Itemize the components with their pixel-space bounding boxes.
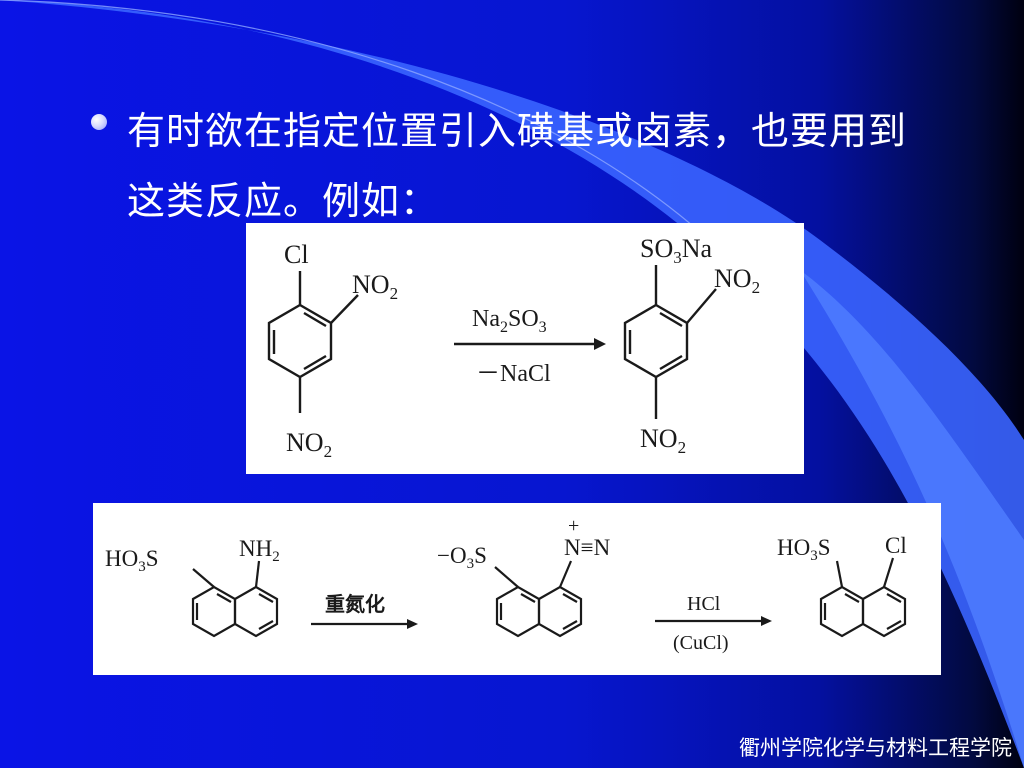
svg-text:NO2: NO2 xyxy=(640,424,686,457)
product-1-ring xyxy=(623,265,717,419)
bullet-line-1: 有时欲在指定位置引入磺基或卤素，也要用到 xyxy=(127,109,908,153)
svg-text:NO2: NO2 xyxy=(352,270,398,303)
reaction-1-panel: Cl NO2 NO2 Na2SO3 －NaCl SO3Na NO2 NO2 xyxy=(246,223,804,474)
bullet-icon xyxy=(91,114,107,130)
diazonium-group: N≡N xyxy=(564,535,611,560)
product-1-no2: NO xyxy=(714,264,752,293)
diazotization-label: 重氮化 xyxy=(325,592,385,616)
svg-text:Na2SO3: Na2SO3 xyxy=(472,306,547,336)
product-1-no2-para: NO xyxy=(640,424,678,453)
reactant-1-no2-para: NO xyxy=(286,428,324,457)
svg-text:NH2: NH2 xyxy=(239,536,280,565)
product-2-cl: Cl xyxy=(885,533,907,558)
svg-text:HO3S: HO3S xyxy=(777,535,831,564)
reaction-2-arrow-1 xyxy=(311,619,418,629)
reactant-1-cl: Cl xyxy=(284,240,309,269)
reaction-2-panel: HO3S NH2 重氮化 −O3S + N≡N HCl (CuCl) HO3S … xyxy=(93,503,941,675)
svg-text:HO3S: HO3S xyxy=(105,546,159,575)
product-2-ho3s: HO xyxy=(777,535,810,560)
intermediate-naphthalene xyxy=(494,560,583,638)
product-2-naphthalene xyxy=(819,557,907,638)
reactant-1-no2: NO xyxy=(352,270,390,299)
reagent-cucl: (CuCl) xyxy=(673,632,729,654)
reagent-minus-nacl: －NaCl xyxy=(476,361,551,387)
diazonium-charge: + xyxy=(568,515,579,537)
reactant-2-naphthalene xyxy=(191,560,279,638)
reaction-2-diagram: HO3S NH2 重氮化 −O3S + N≡N HCl (CuCl) HO3S … xyxy=(105,515,907,654)
reaction-2-arrow-2 xyxy=(655,616,772,626)
bullet-line-2: 这类反应。例如： xyxy=(127,179,440,223)
reagent-hcl: HCl xyxy=(687,593,721,615)
product-1-so3na: SO xyxy=(640,234,673,263)
reaction-1-arrow xyxy=(454,338,606,350)
svg-text:SO3Na: SO3Na xyxy=(640,234,713,267)
reactant-2-nh2: NH xyxy=(239,536,272,561)
intermediate-o3s: −O xyxy=(437,543,467,568)
reactant-2-ho3s: HO xyxy=(105,546,138,571)
reaction-1-diagram: Cl NO2 NO2 Na2SO3 －NaCl SO3Na NO2 NO2 xyxy=(267,234,760,461)
bullet-text: 有时欲在指定位置引入磺基或卤素，也要用到 这类反应。例如： xyxy=(127,96,957,236)
reagent-na2so3: Na xyxy=(472,306,500,332)
svg-text:NO2: NO2 xyxy=(286,428,332,461)
reactant-1-ring xyxy=(267,271,359,413)
footer-institution: 衢州学院化学与材料工程学院 xyxy=(739,736,1012,760)
svg-text:NO2: NO2 xyxy=(714,264,760,297)
svg-text:−O3S: −O3S xyxy=(437,543,487,572)
